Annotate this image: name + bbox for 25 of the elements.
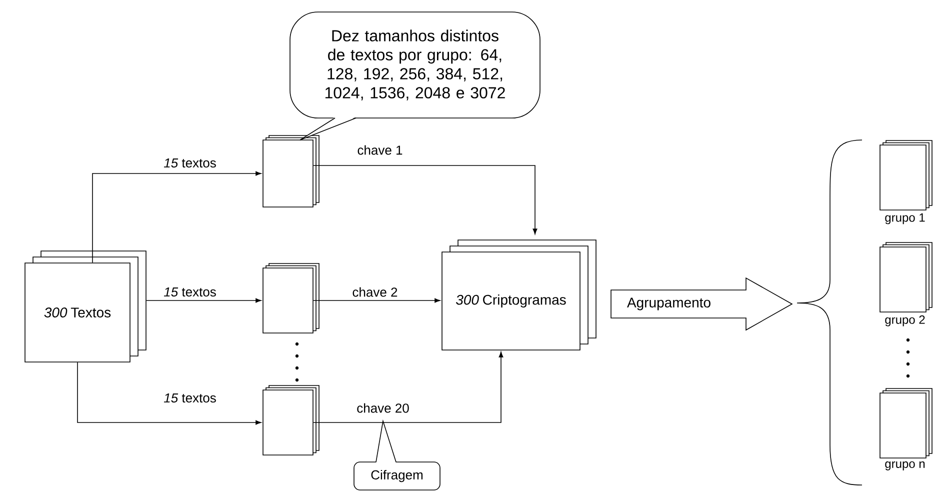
document-stack [262, 385, 320, 456]
group-label: grupo 1 [885, 213, 925, 224]
document-stack [262, 263, 320, 334]
edge-label: 15 textos [162, 392, 218, 404]
group-label: grupo n [885, 461, 925, 470]
group-label: grupo 2 [885, 315, 925, 326]
arrow [313, 298, 440, 303]
arrow [92, 171, 262, 263]
document-stack: 300 Textos [24, 250, 146, 362]
edge-label: chave 2 [351, 286, 399, 298]
arrow [146, 298, 262, 303]
document-stack [262, 135, 320, 208]
edge-label: 15 textos [162, 286, 218, 298]
speech-bubble: Dez tamanhos distintos de textos por grupo: 64, 128, 192, 256, 384, 512, 1024, 1536, 2048 e 3072 [290, 12, 540, 140]
arrow [313, 352, 504, 423]
edge-label: chave 1 [356, 144, 404, 156]
document-stack [880, 242, 932, 312]
callout-box: Cifragem [354, 419, 440, 490]
document-stack [880, 140, 932, 210]
document-stack: 300 Criptogramas [442, 240, 596, 350]
edge-label: chave 20 [356, 402, 410, 414]
arrow [313, 165, 538, 234]
document-stack [880, 388, 932, 458]
arrow [77, 362, 262, 425]
edge-label: 15 textos [162, 157, 218, 169]
